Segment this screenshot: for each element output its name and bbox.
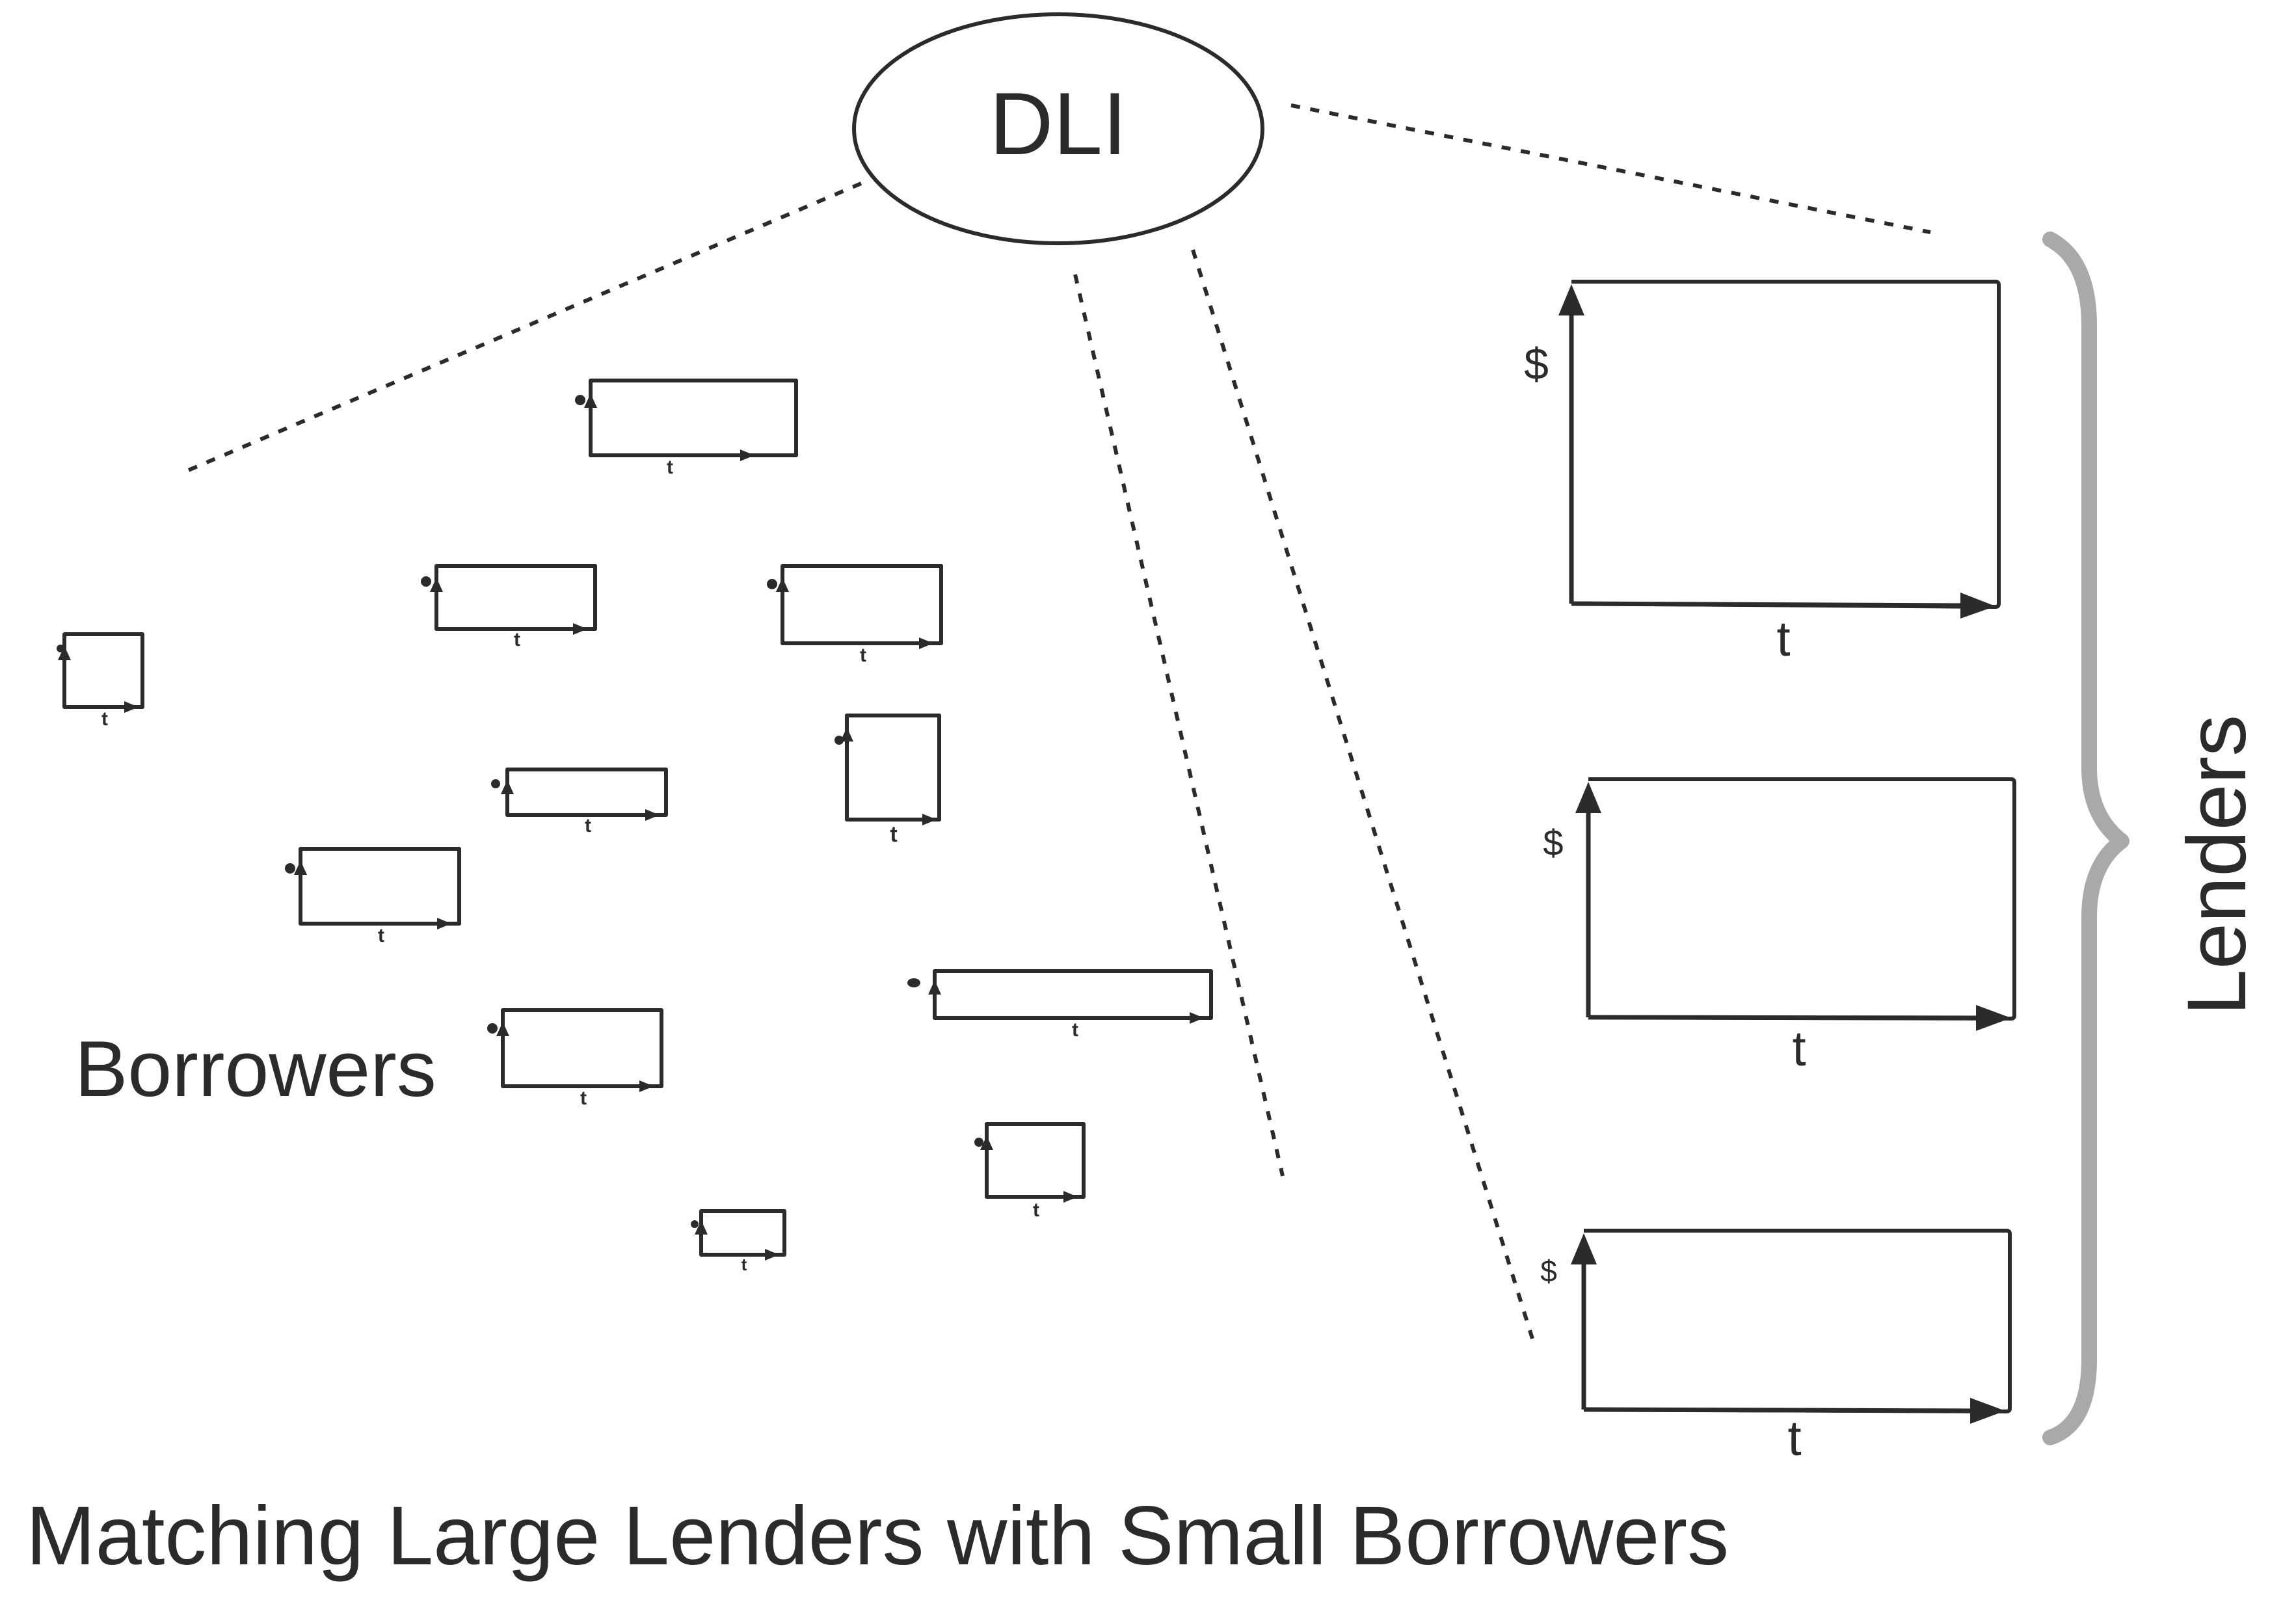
borrower-chart: t xyxy=(974,1122,1086,1221)
borrower-x-label: t xyxy=(1072,1019,1078,1041)
connector-lines xyxy=(181,103,1931,1339)
borrower-chart: t xyxy=(907,969,1213,1041)
borrower-chart: t xyxy=(834,714,941,847)
lender-y-label: $ xyxy=(1543,822,1563,863)
borrower-x-label: t xyxy=(860,645,866,666)
lenders-brace xyxy=(2042,232,2129,1445)
lender-chart: $ t xyxy=(1540,1229,2012,1466)
lender-chart: $ t xyxy=(1543,777,2016,1076)
lender-x-label: t xyxy=(1776,611,1790,667)
borrower-x-label: t xyxy=(741,1255,747,1274)
borrower-chart: t xyxy=(285,847,461,946)
borrower-chart: t xyxy=(691,1209,786,1274)
borrower-x-label: t xyxy=(580,1088,587,1109)
dli-label: DLI xyxy=(989,74,1127,173)
borrower-x-label: t xyxy=(514,629,520,650)
lender-y-label: $ xyxy=(1540,1254,1557,1288)
borrower-chart: t xyxy=(767,564,943,666)
borrower-chart: t xyxy=(57,632,144,730)
borrower-x-label: t xyxy=(378,925,384,946)
dli-hub: DLI xyxy=(852,12,1264,245)
dli-ellipse xyxy=(852,12,1264,245)
connector-dli-to-top-right xyxy=(1290,103,1931,234)
borrower-x-label: t xyxy=(890,822,897,847)
borrower-chart: t xyxy=(421,564,597,650)
lender-x-label: t xyxy=(1792,1021,1806,1076)
lender-x-label: t xyxy=(1787,1411,1801,1466)
borrower-chart: t xyxy=(575,379,798,478)
connector-dli-to-bottom-lender xyxy=(1191,249,1534,1339)
lender-charts: $ t $ t $ t xyxy=(1524,280,2016,1466)
lenders-label: Lenders xyxy=(2170,715,2263,1016)
borrower-chart: t xyxy=(487,1008,663,1109)
borrower-x-label: t xyxy=(1033,1199,1039,1221)
lender-y-label: $ xyxy=(1524,340,1549,389)
connector-dli-to-middle xyxy=(1073,274,1285,1177)
connector-dli-to-borrowers xyxy=(181,181,862,475)
borrower-x-label: t xyxy=(585,815,591,836)
borrower-x-label: t xyxy=(101,708,108,730)
borrower-x-label: t xyxy=(667,457,673,478)
lender-chart: $ t xyxy=(1524,280,2001,667)
borrowers-label: Borrowers xyxy=(75,1024,436,1113)
borrower-chart: t xyxy=(491,768,668,836)
diagram-title: Matching Large Lenders with Small Borrow… xyxy=(26,1490,1729,1583)
borrower-charts: t t t t t xyxy=(57,379,1213,1274)
